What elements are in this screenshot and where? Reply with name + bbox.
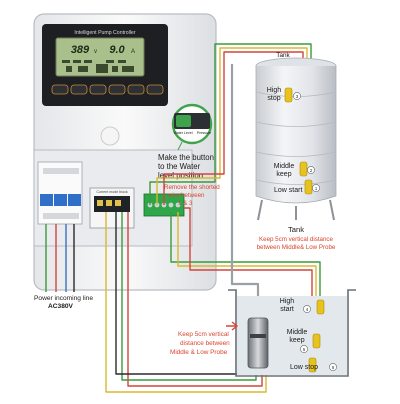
- lcd-current-unit: A: [131, 49, 135, 55]
- tank-note-2: between Middle& Low Probe: [257, 244, 336, 251]
- pump-pipe: [230, 64, 260, 310]
- terminal-block: Current mode block: [89, 187, 135, 229]
- tank-probe-low-number: 1: [315, 186, 318, 191]
- callout-instruction-1: Make the button: [158, 153, 214, 162]
- well-probe-low-number: 6: [332, 365, 335, 370]
- panel-button-1[interactable]: [51, 84, 69, 95]
- power-label-line1: Power incoming line: [34, 295, 93, 302]
- well-arrow-icon: [226, 321, 239, 331]
- submersible-pump: [247, 317, 269, 369]
- callout-mode-left: Water Level: [173, 131, 192, 135]
- callout-mode-right: Pressure: [197, 131, 211, 135]
- tank-top-label: Tank: [276, 52, 290, 59]
- well-probe-high: 4: [303, 299, 325, 315]
- callout-warning-1: Remove the shorted: [164, 184, 220, 191]
- well-note-2: distance between: [180, 340, 230, 347]
- well-low-label: Low stop: [290, 364, 318, 371]
- tank-middle-label-2: keep: [276, 171, 291, 178]
- tank-note-1: Keep 5cm vertical distance: [259, 236, 334, 243]
- well-middle-label-2: keep: [289, 337, 304, 344]
- well-high-label-2: start: [280, 306, 294, 313]
- wire-well-green: [170, 212, 321, 300]
- well-walls: [228, 289, 356, 377]
- callout-instruction-2: to the Water: [158, 162, 201, 171]
- well-probe-low: 6: [308, 357, 337, 373]
- lcd-voltage: 389: [71, 44, 90, 56]
- tank-probe-high-number: 3: [296, 94, 299, 99]
- tank-high-label-1: High: [267, 87, 282, 94]
- well-probe-middle-number: 5: [303, 347, 306, 352]
- well-high-label-1: High: [280, 298, 295, 305]
- button-callout: Water Level Pressure Make the button to …: [158, 103, 220, 207]
- panel-button-2[interactable]: [70, 84, 88, 95]
- well-note-1: Keep 5cm vertical: [178, 331, 229, 338]
- well: 4 High start 5 Middle keep 6 Low stop Ke…: [170, 289, 356, 377]
- callout-warning-3: 1 & 3: [178, 200, 193, 207]
- lcd-voltage-unit: v: [94, 49, 97, 55]
- well-probe-middle: 5: [300, 333, 321, 353]
- panel-buttons: [51, 84, 164, 95]
- circuit-breaker: [37, 161, 83, 225]
- tank-low-label: Low start: [274, 187, 302, 194]
- tank-probe-high: 3: [284, 87, 301, 103]
- controller-title: Intelligent Pump Controller: [74, 30, 135, 36]
- tank-probe-middle-number: 2: [310, 168, 313, 173]
- lcd-segments: [62, 60, 134, 73]
- tank-probe-low: 1: [304, 179, 320, 195]
- callout-switch-toggle[interactable]: [176, 115, 191, 127]
- panel-button-3[interactable]: [89, 84, 107, 95]
- water-tank: Tank 3 High stop 2 Middle keep 1 Low s: [255, 52, 337, 251]
- callout-warning-2: wire between: [167, 192, 205, 199]
- tank-middle-label-1: Middle: [274, 163, 295, 170]
- controller-knob: [100, 126, 120, 146]
- tank-probe-middle: 2: [299, 161, 315, 177]
- callout-instruction-3: level position: [158, 171, 203, 180]
- lcd-current: 9.0: [109, 44, 125, 56]
- power-label-line2: AC380V: [48, 303, 74, 310]
- pump-controller: Intelligent Pump Controller 389 v 9.0 A: [33, 13, 217, 291]
- panel-button-4[interactable]: [108, 84, 126, 95]
- well-probe-high-number: 4: [306, 307, 309, 312]
- wire-tank-green: [149, 43, 312, 205]
- terminal-block-label: Current mode block: [96, 190, 128, 194]
- well-middle-label-1: Middle: [287, 329, 308, 336]
- tank-high-label-2: stop: [267, 95, 280, 102]
- panel-button-5[interactable]: [127, 84, 145, 95]
- tank-name: Tank: [288, 225, 304, 234]
- well-note-3: Middle & Low Probe: [170, 349, 228, 356]
- panel-button-6[interactable]: [146, 84, 164, 95]
